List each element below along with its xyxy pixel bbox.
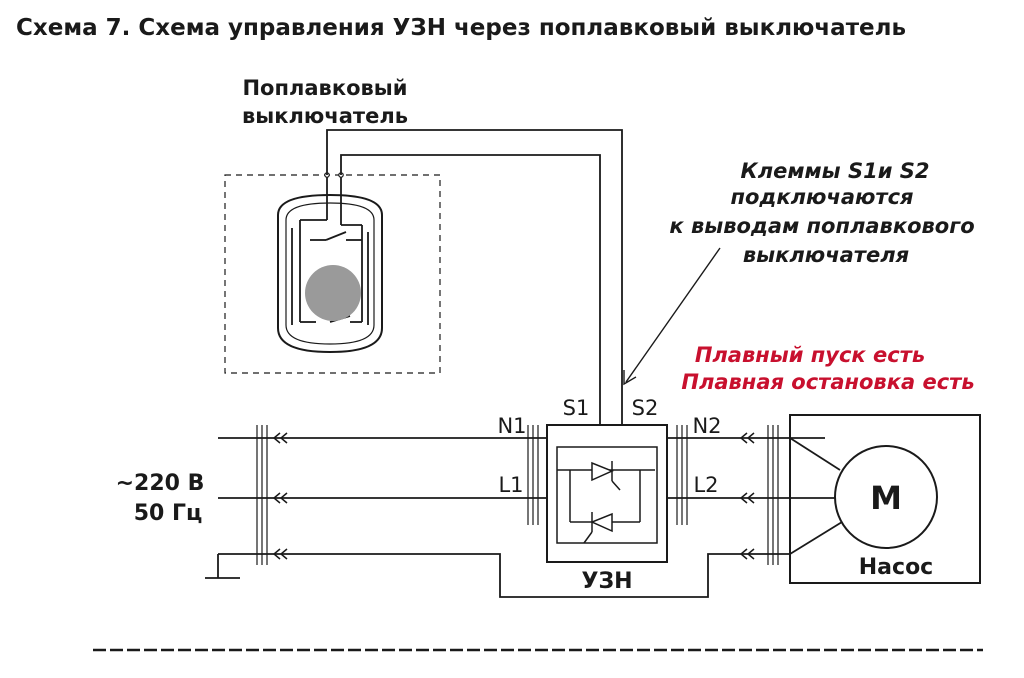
callout-line3: к выводам поплавкового [669, 214, 974, 238]
callout-line1: Клеммы S1и S2 [741, 159, 930, 183]
callout-line2: подключаются [730, 185, 913, 209]
pump-wire-pe [789, 521, 843, 555]
uzn-terminal-strips [527, 425, 688, 525]
uzn-device [546, 424, 668, 563]
supply-arrows [272, 432, 288, 560]
terminal-l2: L2 [693, 473, 718, 497]
float-switch-label-line2: выключатель [242, 104, 408, 128]
terminal-s2: S2 [632, 396, 659, 420]
pump-wire-n [789, 437, 841, 471]
pump-label: Насос [859, 555, 933, 580]
callout-arrow [625, 247, 721, 383]
output-arrows [739, 432, 755, 560]
diagram-title: Схема 7. Схема управления УЗН через попл… [16, 15, 906, 41]
motor-letter: М [870, 479, 902, 517]
supply-voltage: ~220 В [116, 471, 205, 496]
float-switch-label-line1: Поплавковый [242, 76, 407, 100]
float-ball [305, 265, 361, 321]
output-lines [667, 437, 840, 499]
terminal-s1: S1 [563, 396, 590, 420]
supply-lines [205, 437, 790, 598]
float-to-uzn-wires [326, 129, 623, 425]
pump-box [789, 414, 981, 584]
float-tank [277, 193, 383, 354]
terminal-n2: N2 [692, 414, 721, 438]
motor-symbol [834, 445, 938, 549]
uzn-label: УЗН [581, 569, 632, 594]
float-switch-enclosure [224, 174, 441, 374]
callout-line4: выключателя [743, 243, 909, 267]
terminal-l1: L1 [498, 473, 523, 497]
supply-frequency: 50 Гц [134, 501, 203, 526]
supply-terminal-strip [256, 425, 268, 565]
callout-arrow-head [623, 370, 637, 386]
thyristor-block [556, 446, 658, 544]
soft-stop-label: Плавная остановка есть [681, 370, 974, 394]
soft-start-label: Плавный пуск есть [695, 343, 925, 367]
pump-terminal-strip [767, 425, 779, 565]
float-tank-inner [285, 202, 375, 345]
terminal-n1: N1 [497, 414, 526, 438]
